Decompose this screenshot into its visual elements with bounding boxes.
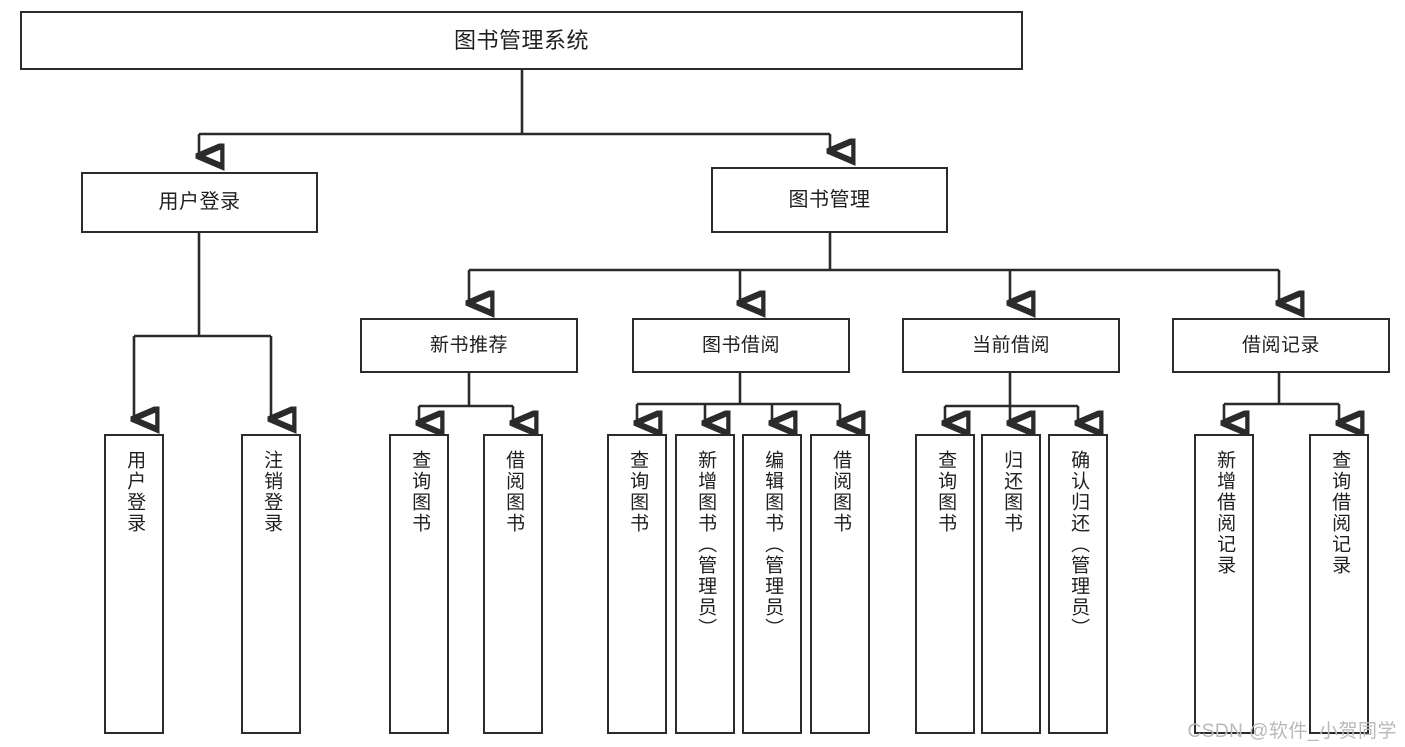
node-label: 图书管理系统 (453, 27, 589, 53)
node-new-book-recommend[interactable]: 新书推荐 (360, 318, 578, 373)
node-label: 图书管理 (788, 188, 871, 211)
leaf-borrow-record-query-record[interactable]: 查询借阅记录 (1309, 434, 1369, 734)
node-label: 用户登录 (124, 450, 146, 534)
node-label: 查询图书 (935, 450, 957, 534)
node-book-borrow[interactable]: 图书借阅 (632, 318, 850, 373)
node-label: 新增借阅记录 (1214, 450, 1236, 576)
node-current-borrow[interactable]: 当前借阅 (902, 318, 1120, 373)
node-label: 查询图书 (409, 450, 431, 534)
csdn-watermark: CSDN @软件_小贺同学 (1187, 721, 1397, 742)
node-borrow-record[interactable]: 借阅记录 (1172, 318, 1390, 373)
node-root-book-management-system[interactable]: 图书管理系统 (20, 11, 1023, 70)
node-label: 用户登录 (158, 191, 241, 214)
node-label: 查询图书 (627, 450, 649, 534)
node-label: 查询借阅记录 (1329, 450, 1351, 576)
leaf-new-book-borrow-book[interactable]: 借阅图书 (483, 434, 543, 734)
leaf-current-borrow-confirm-return-admin[interactable]: 确认归还（管理员） (1048, 434, 1108, 734)
leaf-book-borrow-add-book-admin[interactable]: 新增图书（管理员） (675, 434, 735, 734)
leaf-borrow-record-add-record[interactable]: 新增借阅记录 (1194, 434, 1254, 734)
node-user-login[interactable]: 用户登录 (81, 172, 318, 233)
leaf-new-book-query-book[interactable]: 查询图书 (389, 434, 449, 734)
leaf-book-borrow-query-book[interactable]: 查询图书 (607, 434, 667, 734)
node-book-management[interactable]: 图书管理 (711, 167, 948, 233)
leaf-book-borrow-borrow-book[interactable]: 借阅图书 (810, 434, 870, 734)
node-label: 新增图书（管理员） (695, 450, 717, 639)
node-label: 借阅记录 (1241, 334, 1320, 356)
leaf-book-borrow-edit-book-admin[interactable]: 编辑图书（管理员） (742, 434, 802, 734)
node-label: 当前借阅 (971, 334, 1050, 356)
node-label: 借阅图书 (503, 450, 525, 534)
node-label: 借阅图书 (830, 450, 852, 534)
leaf-current-borrow-query-book[interactable]: 查询图书 (915, 434, 975, 734)
node-label: 注销登录 (261, 450, 283, 534)
leaf-user-login-login[interactable]: 用户登录 (104, 434, 164, 734)
node-label: 编辑图书（管理员） (762, 450, 784, 639)
node-label: 新书推荐 (429, 334, 508, 356)
leaf-user-login-logout[interactable]: 注销登录 (241, 434, 301, 734)
node-label: 归还图书 (1001, 450, 1023, 534)
node-label: 图书借阅 (701, 334, 780, 356)
leaf-current-borrow-return-book[interactable]: 归还图书 (981, 434, 1041, 734)
node-label: 确认归还（管理员） (1068, 450, 1090, 639)
